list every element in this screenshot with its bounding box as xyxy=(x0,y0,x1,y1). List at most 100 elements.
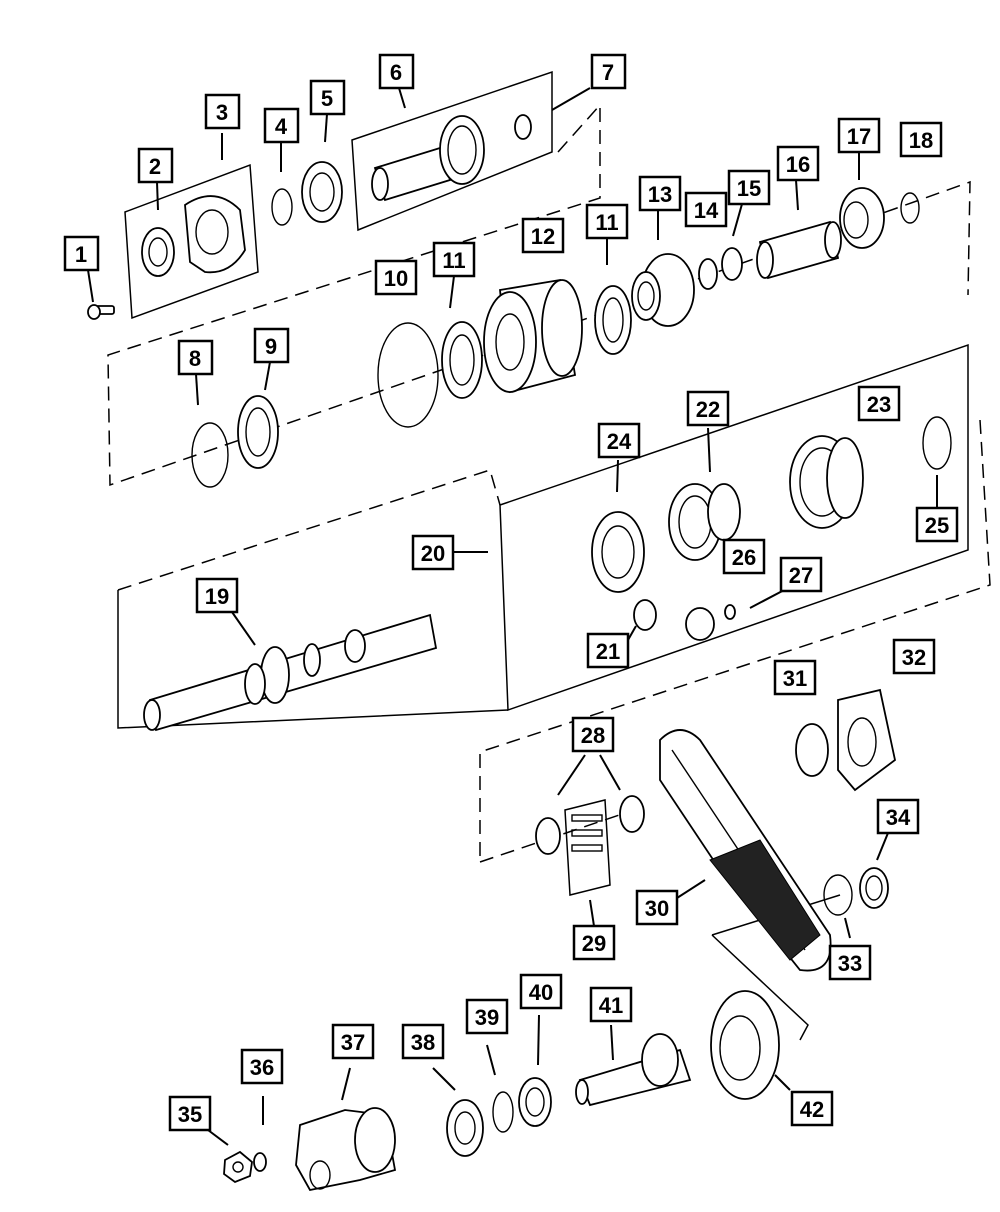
snap-ring-part xyxy=(922,416,952,470)
splined-hub-part xyxy=(756,220,842,280)
thrust-plate-part xyxy=(594,285,632,355)
drive-gear-part xyxy=(591,511,645,593)
callout-label: 7 xyxy=(602,60,614,85)
o-ring-part xyxy=(377,322,439,428)
drive-chain-part xyxy=(659,729,832,972)
callout-41: 41 xyxy=(589,986,633,1023)
callout-label: 16 xyxy=(786,152,810,177)
callout-label: 11 xyxy=(442,248,465,273)
callout-16: 16 xyxy=(776,145,820,182)
callout-label: 1 xyxy=(75,242,87,267)
callout-label: 6 xyxy=(390,60,402,85)
retainer-part xyxy=(184,195,246,274)
callout-5: 5 xyxy=(309,79,346,116)
callout-11b: 11 xyxy=(585,203,629,240)
callout-label: 13 xyxy=(648,182,672,207)
panel-frames xyxy=(107,70,991,1041)
callout-20: 20 xyxy=(411,534,455,571)
yoke-part xyxy=(295,1107,397,1192)
callout-34: 34 xyxy=(876,798,920,835)
callout-label: 26 xyxy=(732,545,756,570)
callout-35: 35 xyxy=(168,1095,212,1132)
callout-label: 25 xyxy=(925,513,949,538)
callout-label: 23 xyxy=(867,392,891,417)
callout-label: 24 xyxy=(607,429,632,454)
thrust-washer-part xyxy=(237,395,279,469)
callout-28: 28 xyxy=(571,716,615,753)
callout-label: 37 xyxy=(341,1030,365,1055)
sun-gear-part xyxy=(668,483,741,561)
callout-33: 33 xyxy=(828,944,872,981)
callout-37: 37 xyxy=(331,1023,375,1060)
callout-7: 7 xyxy=(590,53,627,90)
callout-label: 3 xyxy=(216,100,228,125)
callout-18: 18 xyxy=(899,121,943,158)
callout-label: 5 xyxy=(321,86,333,111)
callout-29: 29 xyxy=(572,924,616,961)
callout-label: 30 xyxy=(645,896,669,921)
callout-9: 9 xyxy=(253,327,290,364)
seal-part xyxy=(446,1099,484,1157)
callout-label: 8 xyxy=(189,346,201,371)
callout-11a: 11 xyxy=(432,241,476,278)
callout-32: 32 xyxy=(892,638,936,675)
thrust-plate-part xyxy=(441,321,483,399)
callout-label: 28 xyxy=(581,723,605,748)
seal-part xyxy=(141,227,175,277)
callout-label: 27 xyxy=(789,563,813,588)
callout-label: 36 xyxy=(250,1055,274,1080)
callout-23: 23 xyxy=(857,385,901,422)
callout-label: 31 xyxy=(783,666,807,691)
callout-24: 24 xyxy=(597,422,641,459)
callout-label: 20 xyxy=(421,541,445,566)
callout-label: 15 xyxy=(737,176,761,201)
callout-label: 2 xyxy=(149,154,161,179)
callout-label: 32 xyxy=(902,645,926,670)
callout-label: 17 xyxy=(847,124,871,149)
callout-6: 6 xyxy=(378,53,415,90)
callout-label: 9 xyxy=(265,334,277,359)
callout-10: 10 xyxy=(374,259,418,296)
bearing-part xyxy=(518,1077,552,1127)
snap-ring-part xyxy=(271,188,293,226)
callout-1: 1 xyxy=(63,235,100,272)
bushing-part xyxy=(619,795,645,833)
bearing-part xyxy=(859,867,889,909)
ring-gear-part xyxy=(789,435,864,529)
parts xyxy=(87,114,952,1192)
callout-2: 2 xyxy=(137,147,174,184)
callout-39: 39 xyxy=(465,998,509,1035)
input-gear-shaft-part xyxy=(371,114,532,202)
mainshaft-part xyxy=(143,613,438,732)
callout-label: 40 xyxy=(529,980,553,1005)
callout-30: 30 xyxy=(635,889,679,926)
callout-label: 42 xyxy=(800,1097,824,1122)
annulus-gear-part xyxy=(631,253,695,327)
callout-3: 3 xyxy=(204,93,241,130)
nut-part xyxy=(223,1150,253,1184)
callout-31: 31 xyxy=(773,659,817,696)
callout-label: 21 xyxy=(596,639,620,664)
callout-label: 41 xyxy=(599,993,623,1018)
callout-38: 38 xyxy=(401,1023,445,1060)
callout-36: 36 xyxy=(240,1048,284,1085)
callout-label: 29 xyxy=(582,931,606,956)
shift-sleeve-part xyxy=(839,187,885,249)
callout-label: 38 xyxy=(411,1030,435,1055)
callout-label: 18 xyxy=(909,128,933,153)
pinion-gear-part xyxy=(633,599,736,641)
sprocket-part xyxy=(710,990,780,1100)
callout-40: 40 xyxy=(519,973,563,1010)
washer-part xyxy=(253,1152,267,1172)
bolt-part xyxy=(87,304,115,320)
callout-4: 4 xyxy=(263,107,300,144)
callout-25: 25 xyxy=(915,506,959,543)
callout-19: 19 xyxy=(195,577,239,614)
bushing-part xyxy=(535,817,561,855)
callout-label: 35 xyxy=(178,1102,202,1127)
output-shaft-part xyxy=(575,1033,692,1107)
callout-label: 22 xyxy=(696,397,720,422)
planetary-carrier-part xyxy=(483,278,583,394)
callout-22: 22 xyxy=(686,390,730,427)
